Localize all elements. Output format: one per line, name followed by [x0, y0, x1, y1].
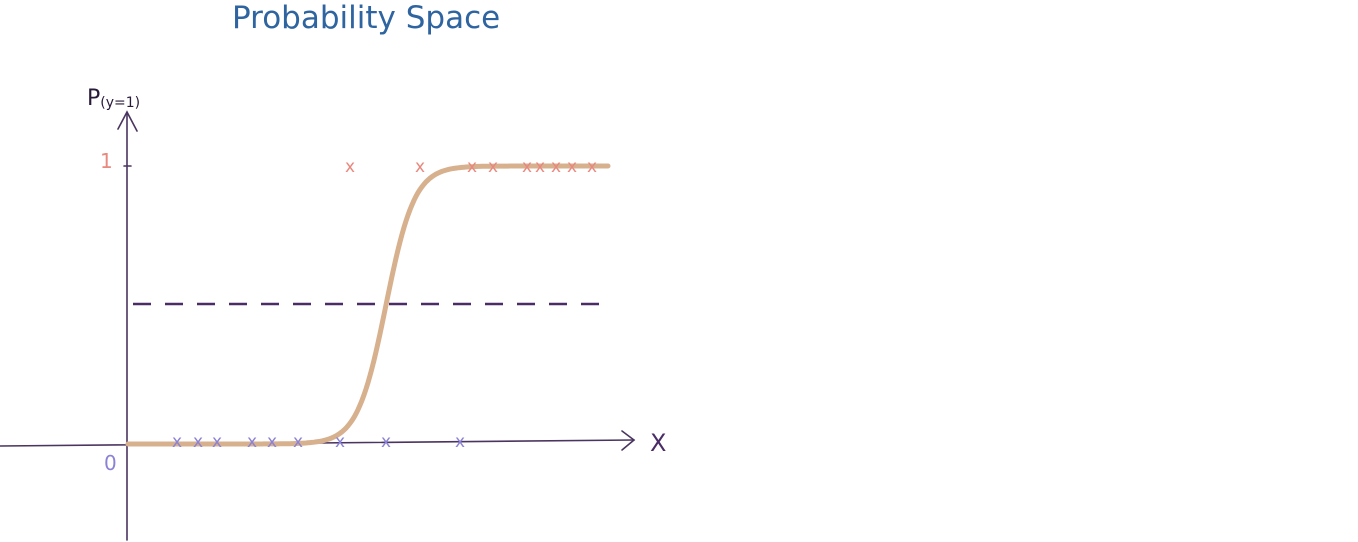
x-axis-arrowhead: [621, 430, 636, 451]
negative-point-3: x: [247, 432, 257, 452]
negative-point-6: x: [335, 432, 345, 452]
positive-point-2: x: [467, 157, 477, 177]
sigmoid-curve: [125, 163, 611, 447]
positive-point-0: x: [345, 157, 355, 177]
x-axis-label: X: [650, 429, 666, 457]
y-axis-label-main: P: [87, 86, 100, 111]
y-axis-label: P(y=1): [87, 86, 140, 111]
y-tick-label-one: 1: [100, 149, 113, 173]
positive-point-4: x: [522, 157, 532, 177]
y-axis-label-sub: (y=1): [100, 95, 140, 111]
negative-point-7: x: [381, 432, 391, 452]
positive-point-8: x: [587, 157, 597, 177]
positive-point-1: x: [415, 157, 425, 177]
page-title: Probability Space: [232, 0, 501, 36]
positive-point-6: x: [551, 157, 561, 177]
negative-point-0: x: [172, 432, 182, 452]
negative-point-2: x: [212, 432, 222, 452]
y-axis-arrowhead: [117, 110, 138, 132]
negative-point-5: x: [293, 432, 303, 452]
negative-point-8: x: [455, 432, 465, 452]
positive-point-5: x: [535, 157, 545, 177]
y-tick-label-zero: 0: [104, 451, 117, 475]
positive-point-7: x: [567, 157, 577, 177]
negative-point-1: x: [193, 432, 203, 452]
negative-point-4: x: [267, 432, 277, 452]
positive-point-3: x: [488, 157, 498, 177]
